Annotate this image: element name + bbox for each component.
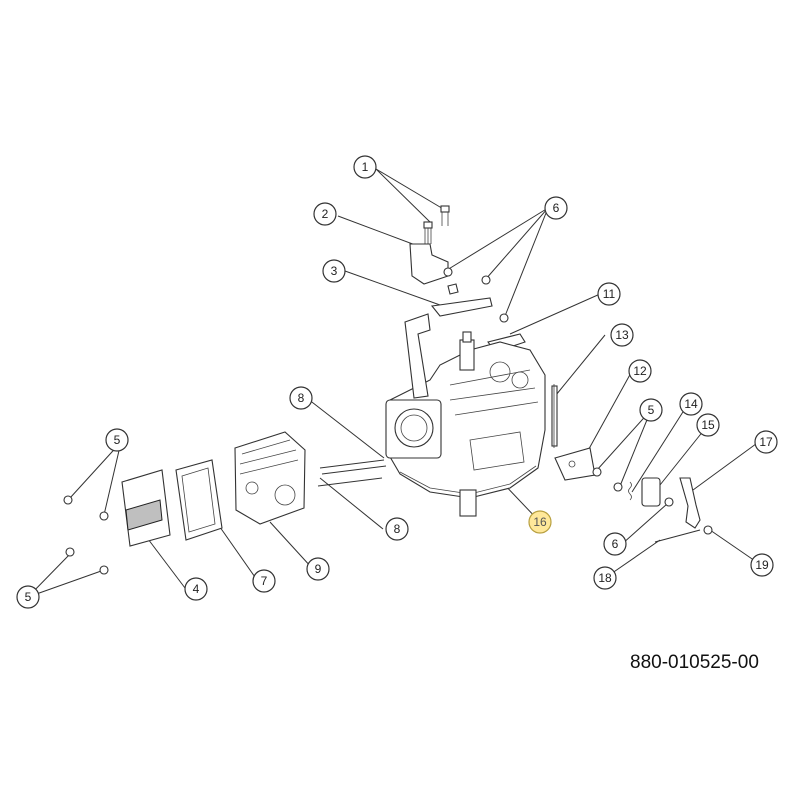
callout-label: 4 xyxy=(193,582,200,596)
callout-label: 5 xyxy=(648,403,655,417)
callout-label: 8 xyxy=(394,522,401,536)
valve-cover-4 xyxy=(121,469,171,547)
bolt-1b xyxy=(440,205,450,226)
callout-label: 15 xyxy=(701,418,715,432)
callout-label: 12 xyxy=(633,364,647,378)
bracket-2 xyxy=(409,243,449,285)
callout-18[interactable]: 18 xyxy=(593,566,617,590)
callout-label: 2 xyxy=(322,207,329,221)
callout-8[interactable]: 8 xyxy=(289,386,313,410)
callout-5[interactable]: 5 xyxy=(16,585,40,609)
bolts-top xyxy=(423,205,450,244)
callout-label: 19 xyxy=(755,558,769,572)
callout-label: 9 xyxy=(315,562,322,576)
callout-label: 1 xyxy=(362,160,369,174)
leader-lines xyxy=(27,168,761,598)
spring-14 xyxy=(628,481,632,501)
callout-13[interactable]: 13 xyxy=(610,323,634,347)
callouts: 1 2 3 4 5 5 5 6 6 7 8 8 xyxy=(16,155,778,609)
engine-block-16 xyxy=(385,313,546,517)
callout-7[interactable]: 7 xyxy=(252,569,276,593)
callout-label: 7 xyxy=(261,574,268,588)
rod-18 xyxy=(654,529,701,543)
callout-17[interactable]: 17 xyxy=(754,430,778,454)
callout-label: 3 xyxy=(331,264,338,278)
callout-5[interactable]: 5 xyxy=(639,398,663,422)
callout-label: 8 xyxy=(298,391,305,405)
studs-8 xyxy=(317,459,387,487)
screws-5-left xyxy=(63,495,109,575)
callout-label: 17 xyxy=(759,435,773,449)
callout-16-highlighted[interactable]: 16 xyxy=(528,510,552,534)
cylinder-head-9 xyxy=(234,431,306,525)
callout-label: 6 xyxy=(612,537,619,551)
callout-2[interactable]: 2 xyxy=(313,202,337,226)
callout-11[interactable]: 11 xyxy=(597,282,621,306)
callout-3[interactable]: 3 xyxy=(322,259,346,283)
callout-19[interactable]: 19 xyxy=(750,553,774,577)
callout-label: 5 xyxy=(114,433,121,447)
bolt-1a xyxy=(423,221,433,244)
callout-label: 11 xyxy=(603,287,616,301)
screw-6-right xyxy=(664,497,674,507)
callout-label: 18 xyxy=(598,571,612,585)
callout-5[interactable]: 5 xyxy=(105,428,129,452)
callout-label: 5 xyxy=(25,590,32,604)
gasket-7 xyxy=(175,459,223,541)
callout-15[interactable]: 15 xyxy=(696,413,720,437)
callout-9[interactable]: 9 xyxy=(306,557,330,581)
lever-17 xyxy=(679,477,701,529)
bracket-12 xyxy=(554,447,596,481)
callout-6[interactable]: 6 xyxy=(603,532,627,556)
dipstick-13 xyxy=(551,384,558,448)
callout-label: 13 xyxy=(615,328,629,342)
callout-1[interactable]: 1 xyxy=(353,155,377,179)
callout-label: 14 xyxy=(684,397,698,411)
callout-label: 16 xyxy=(533,515,547,529)
plate-3 xyxy=(430,283,493,317)
washer-19 xyxy=(703,525,713,535)
part-15 xyxy=(641,477,661,507)
callout-14[interactable]: 14 xyxy=(679,392,703,416)
callout-4[interactable]: 4 xyxy=(184,577,208,601)
callout-8[interactable]: 8 xyxy=(385,517,409,541)
callout-6[interactable]: 6 xyxy=(544,196,568,220)
callout-label: 6 xyxy=(553,201,560,215)
callout-12[interactable]: 12 xyxy=(628,359,652,383)
drawing-number: 880-010525-00 xyxy=(630,652,759,673)
screws-6-top xyxy=(443,267,509,323)
screws-5-right xyxy=(592,467,623,492)
